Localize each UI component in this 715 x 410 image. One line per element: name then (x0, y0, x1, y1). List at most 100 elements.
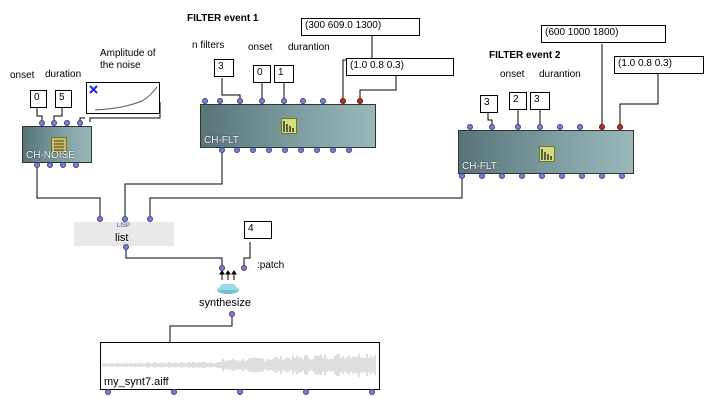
sound-outlet-5[interactable] (369, 389, 375, 395)
flt2-inlet-1[interactable] (467, 124, 473, 130)
filter-event-2-title: FILTER event 2 (489, 50, 561, 61)
ch-noise-outlet-3[interactable] (60, 162, 66, 168)
flt2-inlet-5[interactable] (557, 124, 563, 130)
bpf-curve-icon (89, 85, 158, 111)
sound-outlet-2[interactable] (171, 389, 177, 395)
ch-noise-outlet-2[interactable] (47, 162, 53, 168)
filter-icon (281, 118, 297, 134)
flt1-inlet-2[interactable] (217, 98, 223, 104)
lisp-tag: LISP (117, 223, 131, 229)
ch-noise-inlet-1[interactable] (39, 120, 45, 126)
synth-inlet-1[interactable] (219, 265, 225, 271)
ch-flt-1-box[interactable]: CH-FLT (200, 104, 376, 148)
ch-noise-box[interactable]: CH-NOISE (22, 126, 92, 163)
sound-outlet-1[interactable] (105, 389, 111, 395)
ch-noise-inlet-4[interactable] (77, 120, 83, 126)
flt1-outlet-6[interactable] (298, 147, 304, 153)
flt1-inlet-7[interactable] (320, 98, 326, 104)
flt2-outlet-5[interactable] (539, 173, 545, 179)
noise-duration-label: duration (45, 69, 82, 80)
flt1-inlet-6[interactable] (300, 98, 306, 104)
ch-noise-label: CH-NOISE (26, 150, 75, 161)
noise-onset-value[interactable]: 0 (30, 90, 47, 108)
sound-file-box[interactable]: my_synt7.aiff (100, 342, 380, 390)
flt2-inlet-frequencies[interactable] (599, 124, 605, 130)
flt2-outlet-9[interactable] (619, 173, 625, 179)
synthesize-label: synthesize (199, 297, 251, 309)
waveform (102, 353, 376, 377)
flt2-inlet-amplitudes[interactable] (617, 124, 623, 130)
synth-outlet[interactable] (229, 311, 235, 317)
flt1-inlet-amplitudes[interactable] (357, 98, 363, 104)
ch-flt-1-label: CH-FLT (204, 135, 239, 146)
patch-value[interactable]: 4 (244, 221, 272, 239)
n-filters-label: n filters (192, 40, 225, 51)
flt1-outlet-5[interactable] (282, 147, 288, 153)
ch-noise-outlet-1[interactable] (34, 162, 40, 168)
sound-outlet-4[interactable] (303, 389, 309, 395)
filter-icon (539, 146, 555, 162)
flt2-outlet-4[interactable] (519, 173, 525, 179)
flt1-inlet-4[interactable] (259, 98, 265, 104)
flt2-outlet-1[interactable] (459, 173, 465, 179)
list-inlet-2[interactable] (122, 216, 128, 222)
noise-onset-label: onset (10, 70, 35, 81)
list-box[interactable]: LISP list (74, 222, 174, 246)
flt2-duration-label: durantion (539, 69, 581, 80)
flt2-onset-label: onset (500, 69, 525, 80)
synth-inlet-2[interactable] (241, 265, 247, 271)
ch-flt-2-label: CH-FLT (462, 161, 497, 172)
list-outlet[interactable] (123, 244, 129, 250)
sound-file-name: my_synt7.aiff (104, 376, 169, 388)
flt2-outlet-6[interactable] (559, 173, 565, 179)
amplitude-bpf-editor[interactable] (86, 82, 160, 114)
flt2-outlet-3[interactable] (499, 173, 505, 179)
flt2-duration-value[interactable]: 3 (530, 92, 550, 110)
flt1-onset-label: onset (248, 42, 273, 53)
flt1-outlet-4[interactable] (266, 147, 272, 153)
flt2-nfilters-value[interactable]: 3 (480, 95, 498, 113)
flt1-inlet-5[interactable] (281, 98, 287, 104)
flt2-inlet-6[interactable] (577, 124, 583, 130)
flt1-outlet-8[interactable] (330, 147, 336, 153)
flt2-outlet-8[interactable] (599, 173, 605, 179)
ch-noise-outlet-4[interactable] (73, 162, 79, 168)
flt1-outlet-9[interactable] (346, 147, 352, 153)
synthesize-icon (217, 270, 239, 294)
ch-flt-2-box[interactable]: CH-FLT (458, 130, 634, 174)
flt1-duration-value[interactable]: 1 (274, 65, 294, 83)
flt1-onset-value[interactable]: 0 (253, 65, 271, 83)
patch-label: :patch (257, 260, 285, 271)
flt1-outlet-1[interactable] (219, 147, 225, 153)
synthesize-box[interactable] (208, 270, 248, 296)
flt1-outlet-3[interactable] (250, 147, 256, 153)
flt2-inlet-4[interactable] (537, 124, 543, 130)
flt2-onset-value[interactable]: 2 (509, 92, 527, 110)
list-inlet-3[interactable] (147, 216, 153, 222)
flt1-inlet-frequencies[interactable] (340, 98, 346, 104)
list-inlet-1[interactable] (97, 216, 103, 222)
amplitude-label-line2: the noise (100, 60, 141, 71)
amplitude-label-line1: Amplitude of (100, 48, 156, 59)
flt1-frequencies-value[interactable]: (300 609.0 1300) (301, 18, 420, 36)
flt1-nfilters-value[interactable]: 3 (214, 59, 234, 77)
flt1-outlet-7[interactable] (314, 147, 320, 153)
flt1-duration-label: durantion (288, 42, 330, 53)
noise-duration-value[interactable]: 5 (55, 90, 72, 108)
flt2-inlet-3[interactable] (515, 124, 521, 130)
noise-icon (51, 137, 67, 153)
flt1-outlet-2[interactable] (234, 147, 240, 153)
ch-noise-inlet-2[interactable] (51, 120, 57, 126)
flt2-outlet-2[interactable] (479, 173, 485, 179)
flt1-amplitudes-value[interactable]: (1.0 0.8 0.3) (346, 58, 454, 76)
flt2-outlet-7[interactable] (579, 173, 585, 179)
sound-outlet-3[interactable] (237, 389, 243, 395)
ch-noise-inlet-3[interactable] (64, 120, 70, 126)
flt2-inlet-2[interactable] (489, 124, 495, 130)
flt1-inlet-1[interactable] (202, 98, 208, 104)
flt2-amplitudes-value[interactable]: (1.0 0.8 0.3) (614, 56, 704, 74)
flt2-frequencies-value[interactable]: (600 1000 1800) (541, 25, 666, 43)
list-label: list (115, 232, 129, 244)
flt1-inlet-3[interactable] (237, 98, 243, 104)
